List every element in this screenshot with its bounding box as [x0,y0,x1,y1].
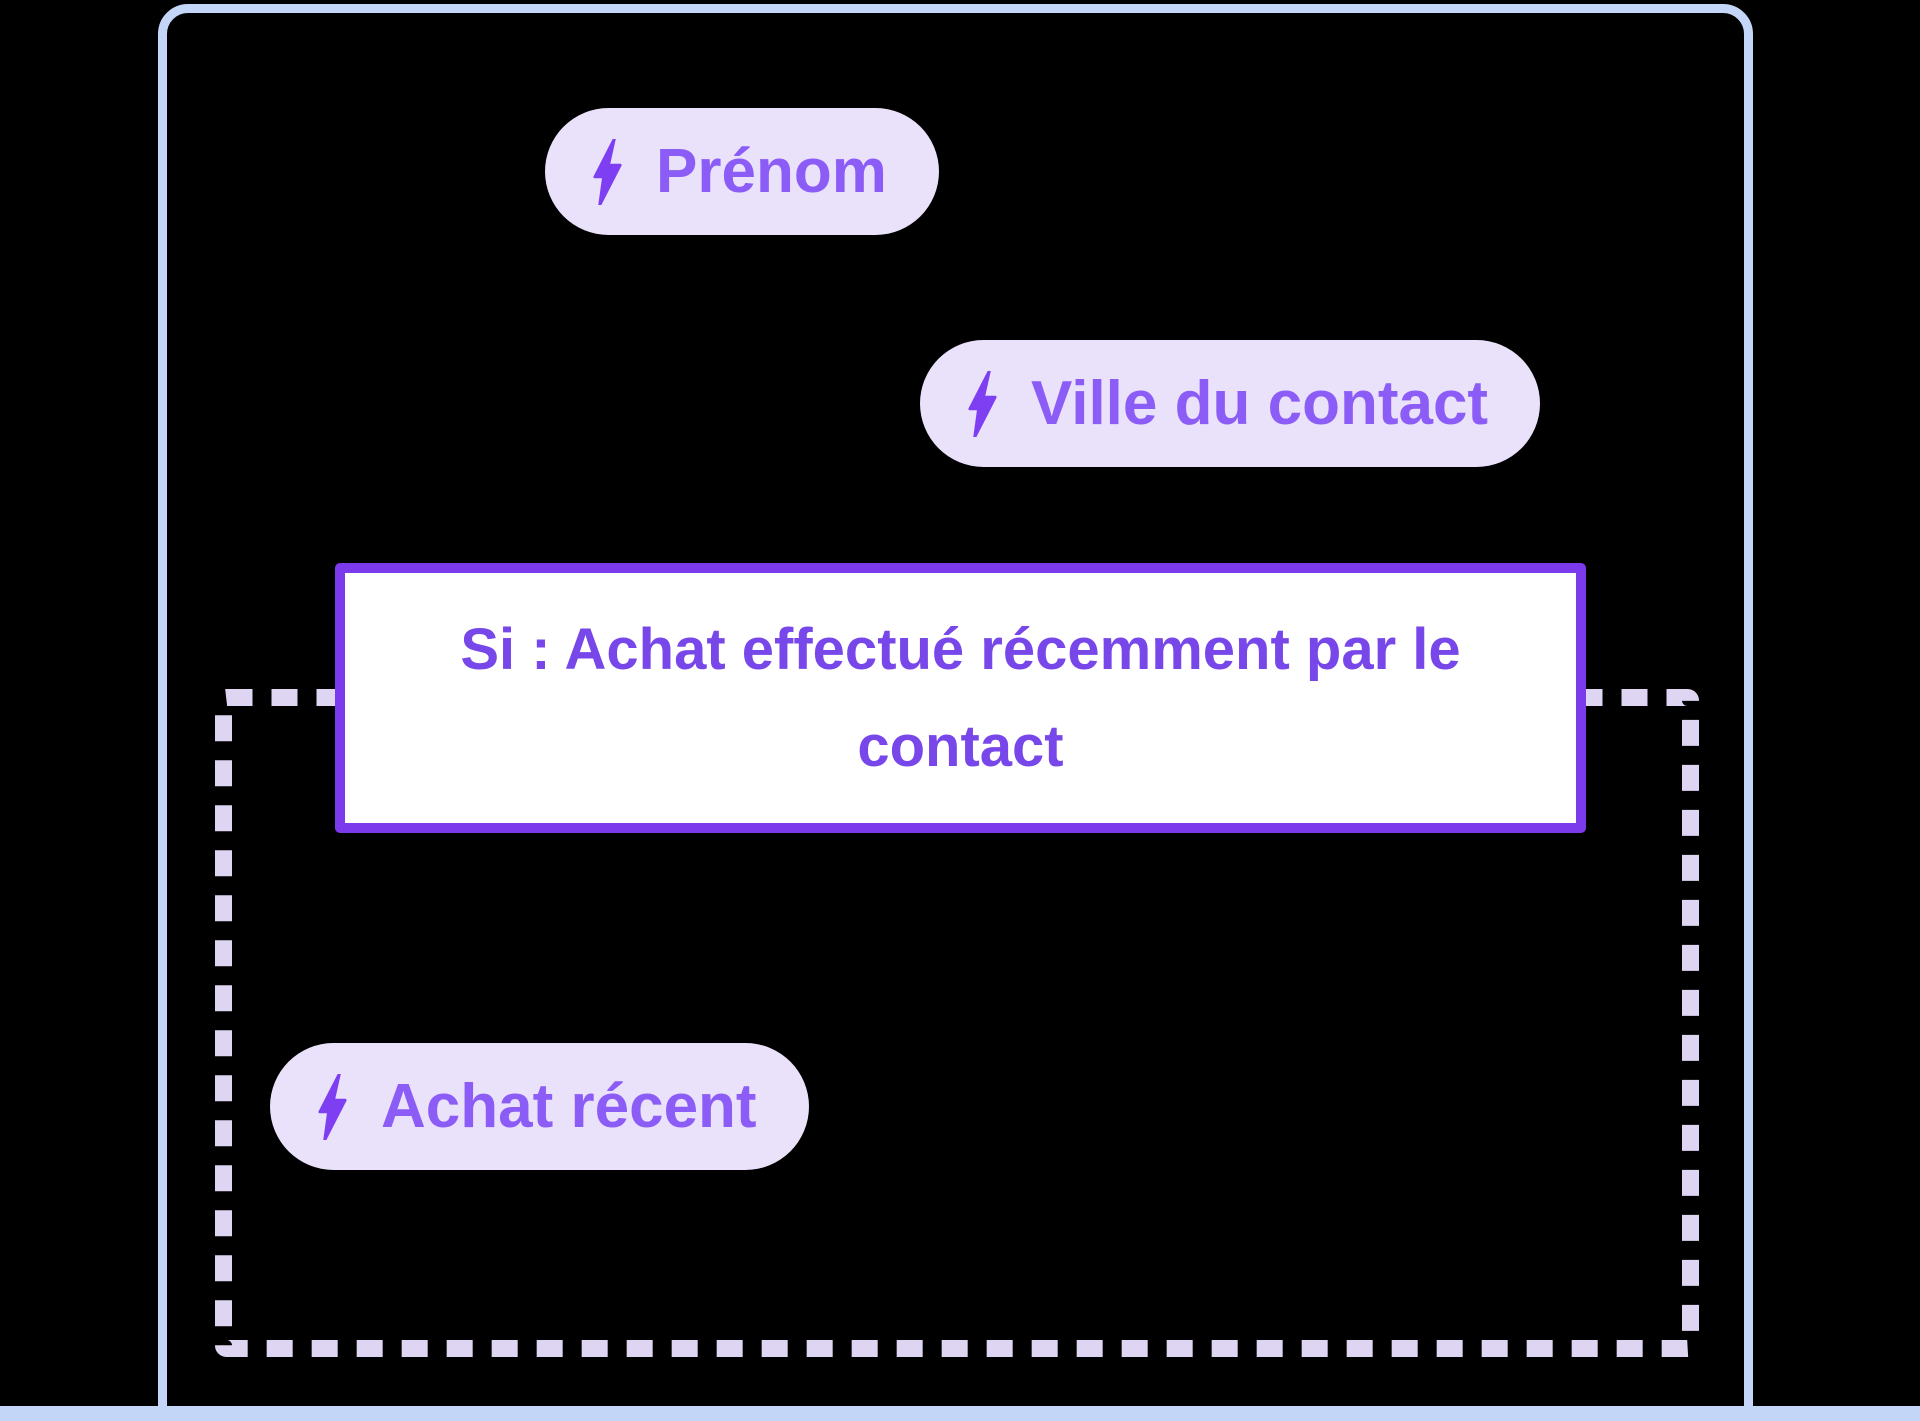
token-label: Achat récent [381,1072,757,1141]
token-achat-recent[interactable]: Achat récent [270,1043,809,1170]
token-label: Prénom [656,137,887,206]
lightning-bolt-icon [968,370,997,437]
condition-label: Si : Achat effectué récemment par le con… [460,617,1461,779]
content-frame [158,4,1753,1421]
token-ville-du-contact[interactable]: Ville du contact [920,340,1541,467]
condition-block[interactable]: Si : Achat effectué récemment par le con… [335,563,1586,833]
lightning-bolt-icon [593,138,622,205]
lightning-bolt-icon [318,1073,347,1140]
token-label: Ville du contact [1031,369,1489,438]
token-prenom[interactable]: Prénom [545,108,939,235]
bottom-panel-edge [0,1406,1920,1421]
